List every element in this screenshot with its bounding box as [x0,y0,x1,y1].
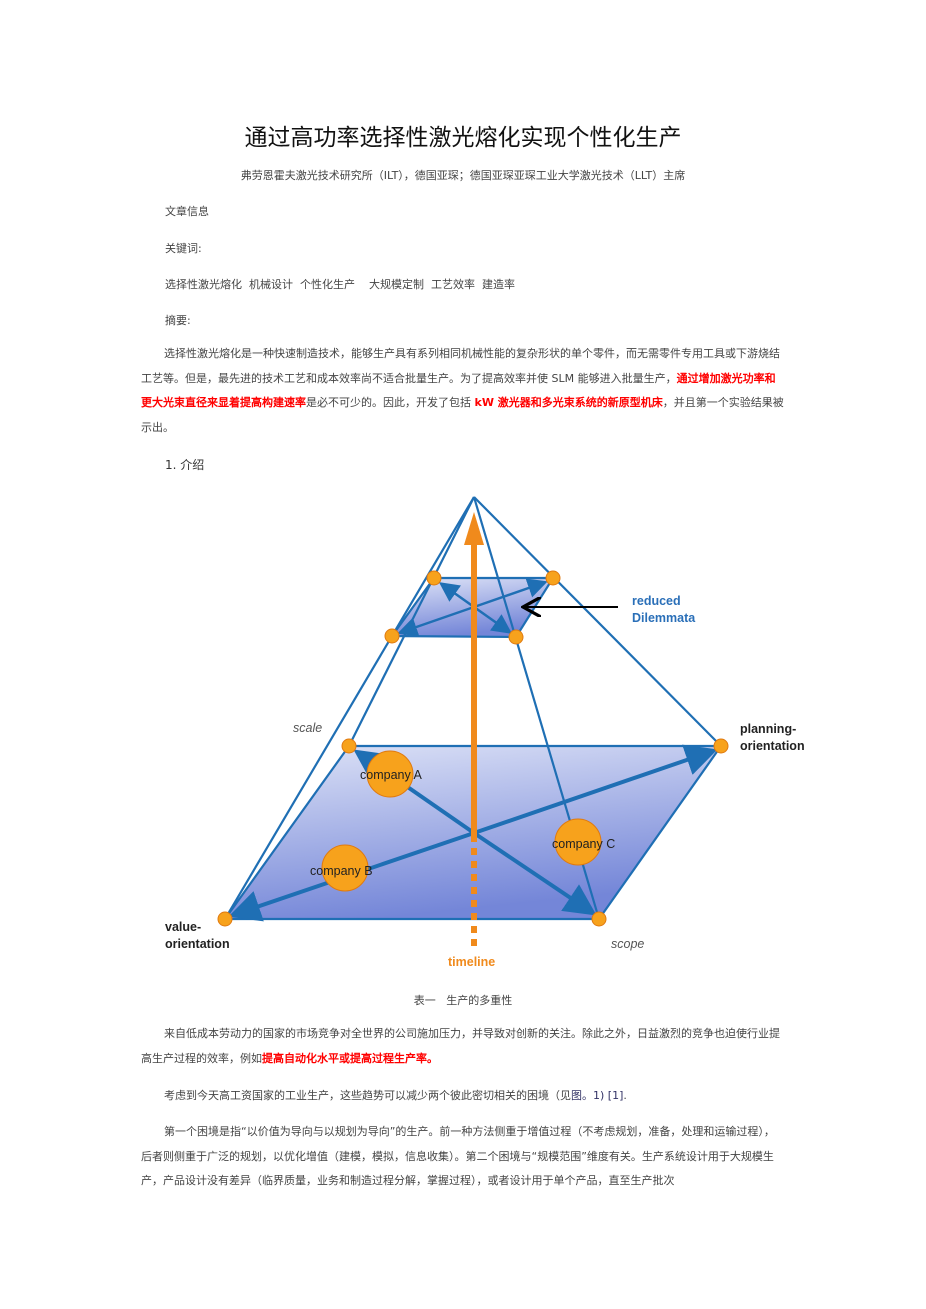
reference-link[interactable]: [1] [607,1089,624,1102]
label-orientation: orientation [165,937,230,951]
label-value: value- [165,920,201,934]
company-b-circle [321,844,369,892]
label-reduced: reduced [632,594,681,608]
affiliation: 弗劳恩霍夫激光技术研究所（ILT），德国亚琛；德国亚琛亚琛工业大学激光技术（LL… [240,169,686,182]
paragraph: 考虑到今天高工资国家的工业生产，这些趋势可以减少两个彼此密切相关的困境（见图。1… [141,1084,785,1109]
page-title: 通过高功率选择性激光熔化实现个性化生产 [244,125,682,151]
paragraph-highlight: 提高自动化水平或提高过程生产率。 [262,1051,438,1065]
abstract-label: 摘要: [165,314,191,327]
label-company-b: company B [310,864,373,878]
label-company-c: company C [552,837,615,851]
label-dilemmata: Dilemmata [632,611,696,625]
article-info-label: 文章信息 [165,205,209,218]
label-planning: planning- [740,722,796,736]
keywords: 选择性激光熔化 机械设计 个性化生产 大规模定制 工艺效率 建造率 [165,278,515,291]
company-c-circle [554,818,602,866]
paragraph: 第一个困境是指“以价值为导向与以规划为导向”的生产。前一种方法侧重于增值过程（不… [141,1125,775,1187]
abstract-text: 是必不可少的。因此，开发了包括 [306,396,475,409]
abstract-text: ，并且第一个实验结果被示出。 [141,396,784,434]
section-heading: 1. 介绍 [165,458,205,472]
keywords-label: 关键词: [165,242,202,255]
paragraph-text: 考虑到今天高工资国家的工业生产，这些趋势可以减少两个彼此密切相关的困境（见 [164,1089,571,1102]
production-dilemma-figure: reduced Dilemmata scale planning- orient… [165,496,805,969]
label-scope: scope [611,937,644,951]
label-scale: scale [293,721,322,735]
paragraph: 来自低成本劳动力的国家的市场竞争对全世界的公司施加压力，并导致对创新的关注。除此… [141,1022,785,1071]
paragraph-text: 来自低成本劳动力的国家的市场竞争对全世界的公司施加压力，并导致对创新的关注。除此… [141,1027,780,1065]
label-orientation: orientation [740,739,805,753]
abstract-text: 选择性激光熔化是一种快速制造技术，能够生产具有系列相同机械性能的复杂形状的单个零… [141,347,780,385]
paragraph-text: . [623,1089,627,1102]
timeline-arrowhead [464,512,484,545]
company-a-circle [366,750,414,798]
nodes [217,570,729,927]
label-company-a: company A [360,768,423,782]
figure-link[interactable]: 图。1) [571,1089,605,1102]
abstract-highlight: 通过增加激光功率和更大光束直径来显着提高构建速率 [141,371,776,410]
figure-caption: 表一 生产的多重性 [413,994,513,1007]
abstract-highlight: kW 激光器和多光束系统的新原型机床 [474,396,663,409]
abstract-paragraph: 选择性激光熔化是一种快速制造技术，能够生产具有系列相同机械性能的复杂形状的单个零… [141,342,785,440]
label-timeline: timeline [448,955,495,969]
